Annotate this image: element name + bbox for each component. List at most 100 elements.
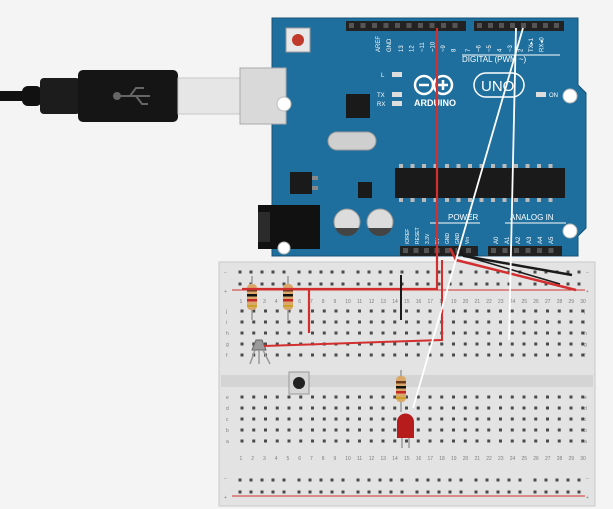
usb-cable[interactable] xyxy=(0,70,241,122)
rail-plus-bottom-right: + xyxy=(586,495,589,501)
capacitor-2 xyxy=(366,208,394,236)
wire-red-pin13[interactable] xyxy=(242,28,439,291)
l-led xyxy=(392,72,402,77)
row-label: e xyxy=(584,395,587,401)
column-label: 4 xyxy=(275,299,278,305)
digital-header-left xyxy=(346,21,466,31)
brand-label: ARDUINO xyxy=(414,98,456,108)
column-label: 19 xyxy=(451,299,457,305)
analog-pin-label: A2 xyxy=(516,236,522,244)
digital-pin-label: 4 xyxy=(498,48,504,52)
header-hole[interactable] xyxy=(521,23,526,28)
row-label: f xyxy=(584,353,586,359)
rx-led xyxy=(392,101,402,106)
column-label: 22 xyxy=(486,299,492,305)
column-label: 22 xyxy=(486,456,492,462)
row-label: c xyxy=(226,417,229,423)
column-label: 26 xyxy=(533,299,539,305)
digital-pin-label: ~9 xyxy=(441,44,447,52)
column-label: 1 xyxy=(240,456,243,462)
column-label: 12 xyxy=(369,299,375,305)
column-label: 29 xyxy=(569,299,575,305)
header-hole[interactable] xyxy=(383,23,389,28)
column-label: 16 xyxy=(416,299,422,305)
wire-red-signal[interactable] xyxy=(263,260,443,347)
on-label: ON xyxy=(549,93,558,99)
header-hole[interactable] xyxy=(488,23,493,28)
phototransistor[interactable] xyxy=(249,339,271,365)
header-hole[interactable] xyxy=(510,23,515,28)
column-label: 10 xyxy=(345,299,351,305)
column-label: 3 xyxy=(263,299,266,305)
digital-pin-label: ~6 xyxy=(477,44,483,52)
resistor-1[interactable] xyxy=(247,276,257,320)
red-led[interactable] xyxy=(397,413,414,449)
wire-white-2[interactable] xyxy=(412,27,524,409)
column-label: 29 xyxy=(569,456,575,462)
column-label: 9 xyxy=(334,456,337,462)
digital-pin-label: 13 xyxy=(399,45,405,52)
push-button[interactable] xyxy=(288,371,310,395)
aref-label: AREF xyxy=(376,36,382,52)
small-chip xyxy=(358,182,372,198)
power-pin-label: 3.3V xyxy=(425,233,431,244)
breadboard[interactable]: − + − + − + − + 112233445566778899101011… xyxy=(218,261,596,507)
analog-pin-label: A0 xyxy=(494,236,500,244)
tx-led xyxy=(392,92,402,97)
header-hole[interactable] xyxy=(429,23,435,28)
rail-plus-top-left: + xyxy=(224,289,227,295)
column-label: 2 xyxy=(251,456,254,462)
header-hole[interactable] xyxy=(395,23,400,28)
row-label: j xyxy=(583,309,585,315)
column-label: 7 xyxy=(310,299,313,305)
resistor-3[interactable] xyxy=(396,370,406,412)
column-label: 30 xyxy=(580,299,586,305)
resistor-2[interactable] xyxy=(283,276,293,320)
column-label: 6 xyxy=(298,456,301,462)
column-label: 9 xyxy=(334,299,337,305)
analog-pin-label: A5 xyxy=(549,236,555,244)
rail-plus-bottom-left: + xyxy=(224,495,227,501)
row-label: a xyxy=(226,439,229,445)
digital-pin-label: 8 xyxy=(452,48,458,52)
column-label: 20 xyxy=(463,456,469,462)
column-label: 17 xyxy=(428,456,434,462)
row-label: e xyxy=(226,395,229,401)
header-hole[interactable] xyxy=(406,23,412,28)
wire-white-1[interactable] xyxy=(508,27,517,341)
usb-jack xyxy=(239,67,287,125)
column-label: 25 xyxy=(522,299,528,305)
row-label: h xyxy=(226,331,229,337)
atmega-chip xyxy=(395,168,565,198)
rail-minus-bottom-right: − xyxy=(586,476,589,482)
wire-black-gnd-2[interactable] xyxy=(464,255,561,285)
power-pin-label: RESET xyxy=(415,227,421,244)
column-label: 28 xyxy=(557,456,563,462)
column-label: 8 xyxy=(322,299,325,305)
row-label: g xyxy=(226,342,229,348)
column-label: 20 xyxy=(463,299,469,305)
wire-black-gnd[interactable] xyxy=(457,247,573,277)
row-label: h xyxy=(584,331,587,337)
reset-button[interactable] xyxy=(285,27,311,53)
header-hole[interactable] xyxy=(452,23,458,28)
header-hole[interactable] xyxy=(554,23,559,28)
header-hole[interactable] xyxy=(477,23,482,28)
analog-header xyxy=(488,246,562,256)
header-hole[interactable] xyxy=(418,23,423,28)
header-hole[interactable] xyxy=(543,23,548,28)
header-hole[interactable] xyxy=(499,23,504,28)
rail-minus-bottom-left: − xyxy=(224,476,227,482)
gnd-label-top: GND xyxy=(387,38,393,52)
header-hole[interactable] xyxy=(349,23,354,28)
wires xyxy=(242,27,577,409)
header-hole[interactable] xyxy=(532,23,537,28)
header-hole[interactable] xyxy=(360,23,366,28)
header-hole[interactable] xyxy=(372,23,377,28)
header-hole[interactable] xyxy=(441,23,446,28)
column-label: 27 xyxy=(545,299,551,305)
rail-plus-top-right: + xyxy=(586,289,589,295)
